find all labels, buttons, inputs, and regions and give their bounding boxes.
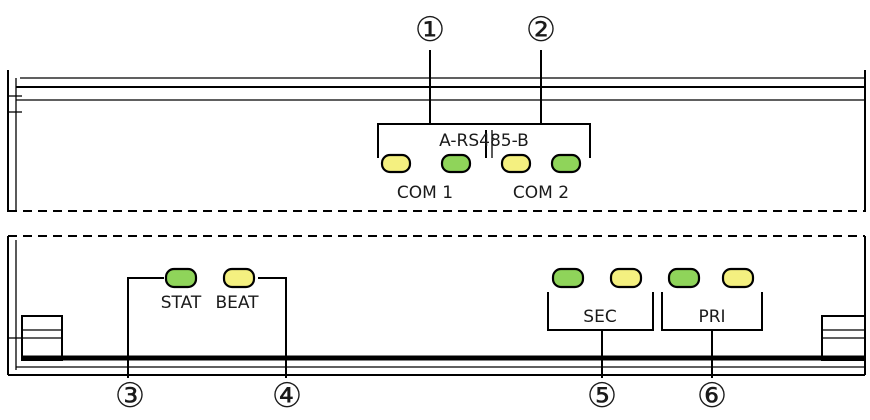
lower-module <box>7 235 866 376</box>
leader-lines <box>127 50 763 378</box>
beat-label: BEAT <box>215 293 259 313</box>
led-pri-b <box>721 267 755 289</box>
led-com1-a <box>380 153 412 174</box>
led-pri-a <box>667 267 701 289</box>
callout-2: ② <box>526 10 556 50</box>
led-com1-b <box>440 153 472 174</box>
pri-label: PRI <box>698 307 725 327</box>
rs485-label: A-RS485-B <box>439 131 529 151</box>
upper-module <box>7 70 866 212</box>
led-com2-a <box>500 153 532 174</box>
led-beat <box>222 267 256 289</box>
leds <box>164 153 755 289</box>
labels: A-RS485-B COM 1 COM 2 STAT BEAT SEC PRI <box>161 131 726 327</box>
callout-5: ⑤ <box>587 376 617 416</box>
led-com2-b <box>550 153 582 174</box>
callout-4: ④ <box>272 376 302 416</box>
callouts: ① ② ③ ④ ⑤ ⑥ <box>115 10 727 416</box>
callout-3: ③ <box>115 376 145 416</box>
com1-label: COM 1 <box>397 183 453 203</box>
com2-label: COM 2 <box>513 183 569 203</box>
led-sec-b <box>609 267 643 289</box>
callout-1: ① <box>415 10 445 50</box>
sec-label: SEC <box>583 307 616 327</box>
led-sec-a <box>551 267 585 289</box>
stat-label: STAT <box>161 293 202 313</box>
led-stat <box>164 267 198 289</box>
callout-6: ⑥ <box>697 376 727 416</box>
